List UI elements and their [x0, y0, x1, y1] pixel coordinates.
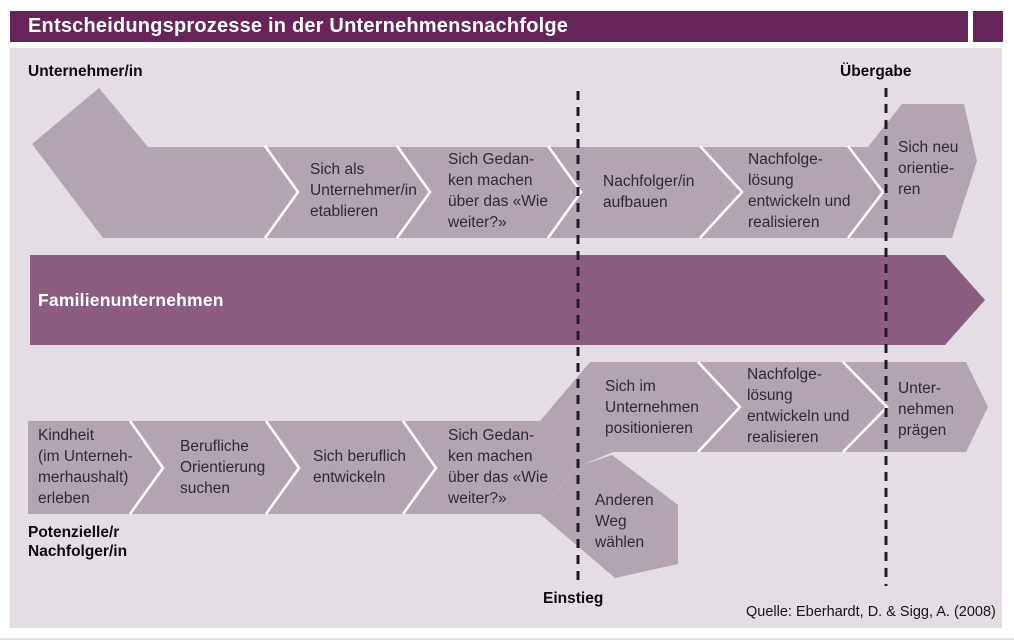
chevron-separator: [846, 145, 885, 239]
chevron-separator: [546, 145, 583, 239]
step-develop-succession-solution-successor: Nachfolge- lösung entwickeln und realisi…: [747, 366, 850, 446]
chevron-separator: [697, 361, 742, 453]
step-build-successor: Nachfolger/in aufbauen: [603, 173, 695, 211]
family-business-label: Familienunternehmen: [38, 290, 224, 310]
step-establish-entrepreneur: Sich als Unternehmer/in etablieren: [310, 161, 417, 220]
chevron-separator: [401, 420, 438, 515]
step-childhood: Kindheit (im Unterneh- merhaushalt) erle…: [38, 427, 133, 507]
chevron-separator: [128, 420, 165, 515]
entry-marker-label: Einstieg: [543, 590, 604, 607]
successor-row-label: Potenzielle/r Nachfolger/in: [28, 524, 128, 560]
step-develop-succession-solution-entrepreneur: Nachfolge- lösung entwickeln und realisi…: [748, 151, 851, 231]
step-think-how-to-continue-entrepreneur: Sich Gedan- ken machen über das «Wie wei…: [448, 151, 548, 231]
chevron-separator: [699, 145, 744, 239]
chevron-separator: [395, 145, 432, 239]
title-bar-accent-square: [973, 11, 1003, 42]
chevron-separator: [264, 420, 301, 515]
family-business-arrow-shape: [30, 255, 985, 345]
successor-band-shape: [28, 421, 575, 514]
handover-marker-label: Übergabe: [840, 63, 912, 80]
step-seek-orientation: Berufliche Orientierung suchen: [180, 438, 266, 497]
entrepreneur-band-shape: [32, 88, 977, 238]
source-citation: Quelle: Eberhardt, D. & Sigg, A. (2008): [746, 604, 996, 620]
title-bar: Entscheidungsprozesse in der Unternehmen…: [10, 11, 968, 42]
step-shape-company: Unter- nehmen prägen: [898, 380, 955, 439]
step-position-in-company: Sich im Unternehmen positionieren: [605, 378, 699, 437]
step-develop-professionally: Sich beruflich entwickeln: [313, 448, 407, 486]
successor-branch-shape: [540, 362, 988, 468]
chevron-separator: [263, 145, 300, 239]
step-choose-other-path: Anderen Weg wählen: [595, 492, 654, 551]
page-title: Entscheidungsprozesse in der Unternehmen…: [28, 15, 569, 37]
step-think-how-to-continue-successor: Sich Gedan- ken machen über das «Wie wei…: [448, 427, 548, 507]
step-reorient: Sich neu orientie- ren: [898, 139, 959, 198]
alternative-path-shape: [540, 455, 678, 578]
chevron-separator: [842, 361, 889, 453]
entrepreneur-row-label: Unternehmer/in: [28, 63, 143, 80]
